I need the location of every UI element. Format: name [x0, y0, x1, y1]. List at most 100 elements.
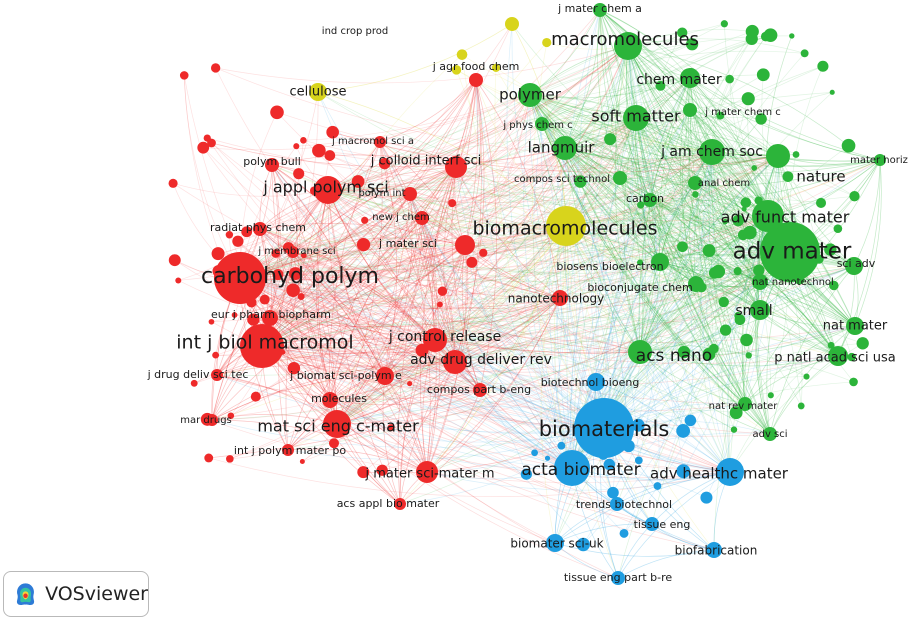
- edge: [261, 199, 651, 347]
- edge: [246, 231, 641, 353]
- node-cellulose[interactable]: [309, 83, 327, 101]
- node-acta-biomater[interactable]: [554, 450, 590, 486]
- node-tissue-eng[interactable]: [645, 517, 659, 531]
- node-j-agr-food-chem[interactable]: [469, 73, 483, 87]
- node-new-j-chem[interactable]: [415, 211, 429, 225]
- node-compos-part-b-eng[interactable]: [473, 383, 487, 397]
- edge: [261, 23, 513, 347]
- node-j-control-release[interactable]: [423, 328, 447, 352]
- node-j-macromol-sci-a[interactable]: [374, 136, 386, 148]
- node-molecules[interactable]: [322, 392, 338, 408]
- node-int-j-polym-mater-po[interactable]: [282, 444, 294, 456]
- node-mat-sci-eng-c-mater[interactable]: [323, 410, 351, 438]
- node-biofabrication[interactable]: [706, 542, 722, 558]
- node-small[interactable]: [750, 300, 770, 320]
- edge: [292, 225, 567, 259]
- node-biomaterials[interactable]: [574, 398, 634, 458]
- edge: [230, 147, 566, 417]
- edge: [639, 265, 855, 353]
- label-j-mater-chem-a: j mater chem a: [557, 2, 642, 15]
- node-langmuir[interactable]: [553, 136, 577, 160]
- node-int-j-biol-macromol[interactable]: [240, 324, 284, 368]
- node-j-colloid-interf-sci[interactable]: [445, 156, 467, 178]
- node-adv-mater[interactable]: [760, 222, 820, 282]
- node-acs-appl-bio-mater[interactable]: [394, 498, 406, 510]
- edge: [564, 147, 856, 327]
- node-adv-healthc-mater[interactable]: [716, 458, 744, 486]
- node-ind-crop-prod[interactable]: [505, 17, 519, 31]
- node-acs-nano[interactable]: [628, 340, 652, 364]
- node-polym-int[interactable]: [403, 187, 417, 201]
- minor-node: [827, 341, 835, 349]
- edge: [421, 217, 481, 391]
- node-tissue-eng-part-b-re[interactable]: [611, 571, 625, 585]
- minor-node: [407, 380, 413, 387]
- edge: [327, 186, 774, 260]
- node-sci-adv[interactable]: [845, 257, 863, 275]
- edge: [292, 166, 457, 253]
- node-biosens-bioelectron[interactable]: [651, 253, 669, 271]
- node-nat-nanotechnol[interactable]: [752, 274, 768, 290]
- node-bioconjugate-chem[interactable]: [688, 276, 704, 292]
- node-anal-chem[interactable]: [688, 176, 702, 190]
- node-nature[interactable]: [766, 144, 790, 168]
- edge: [564, 109, 691, 149]
- node-j-appl-polym-sci[interactable]: [314, 176, 342, 204]
- node-soft-matter[interactable]: [623, 105, 649, 131]
- label-j-membrane-sci: j membrane sci: [257, 246, 335, 257]
- edge: [554, 297, 573, 469]
- node-j-mater-sci[interactable]: [455, 235, 475, 255]
- node-biomater-sci-uk[interactable]: [546, 534, 564, 552]
- edge: [759, 265, 855, 283]
- edge: [689, 77, 769, 217]
- node-j-mater-sci-mater-m[interactable]: [416, 461, 438, 483]
- node-j-mater-chem-c[interactable]: [683, 103, 697, 117]
- node-biomacromolecules[interactable]: [546, 206, 586, 246]
- edge: [216, 374, 605, 433]
- minor-node: [824, 243, 837, 256]
- node-mater-horiz[interactable]: [874, 154, 886, 166]
- node-p-natl-acad-sci-usa[interactable]: [828, 346, 848, 366]
- edge: [541, 123, 771, 435]
- node-nat-rev-mater[interactable]: [738, 397, 752, 411]
- edge: [295, 273, 641, 353]
- node-adv-sci[interactable]: [763, 427, 777, 441]
- node-carbohyd-polym[interactable]: [214, 252, 266, 304]
- vosviewer-badge[interactable]: VOSviewer: [3, 571, 149, 617]
- node-biotechnol-bioeng[interactable]: [587, 373, 605, 391]
- node-j-phys-chem-c[interactable]: [535, 117, 549, 131]
- node-carbon[interactable]: [643, 193, 657, 207]
- node-j-mater-chem-a[interactable]: [593, 3, 607, 17]
- edge: [455, 166, 605, 429]
- node-compos-sci-technol[interactable]: [613, 171, 627, 185]
- edge: [239, 277, 856, 344]
- edge: [211, 339, 436, 421]
- edge: [627, 45, 771, 435]
- edge: [635, 117, 746, 405]
- edge: [639, 351, 660, 487]
- edge: [333, 151, 713, 444]
- node-nat-mater[interactable]: [846, 317, 864, 335]
- node-mar-drugs[interactable]: [206, 414, 218, 426]
- edge: [208, 251, 791, 459]
- node-adv-funct-mater[interactable]: [752, 200, 784, 232]
- node-j-biomat-sci-polym-e[interactable]: [376, 367, 394, 385]
- node-chem-mater[interactable]: [680, 68, 700, 88]
- node-radiat-phys-chem[interactable]: [253, 222, 267, 236]
- edge: [434, 195, 855, 341]
- edge: [329, 217, 423, 401]
- edge: [178, 280, 436, 341]
- label-biotechnol-bioeng: biotechnol bioeng: [541, 376, 640, 389]
- node-polymer[interactable]: [518, 83, 542, 107]
- node-polym-bull[interactable]: [265, 158, 279, 172]
- edge: [292, 251, 386, 377]
- node-j-am-chem-soc[interactable]: [699, 139, 725, 165]
- edge: [471, 262, 573, 469]
- node-eur-j-pharm-biopharm[interactable]: [262, 310, 278, 326]
- node-nanotechnology[interactable]: [552, 290, 568, 306]
- node-adv-drug-deliver-rev[interactable]: [443, 350, 467, 374]
- node-trends-biotechnol[interactable]: [610, 497, 624, 511]
- node-j-membrane-sci[interactable]: [287, 246, 299, 258]
- node-macromolecules[interactable]: [614, 32, 642, 60]
- node-j-drug-deliv-sci-tec[interactable]: [211, 369, 223, 381]
